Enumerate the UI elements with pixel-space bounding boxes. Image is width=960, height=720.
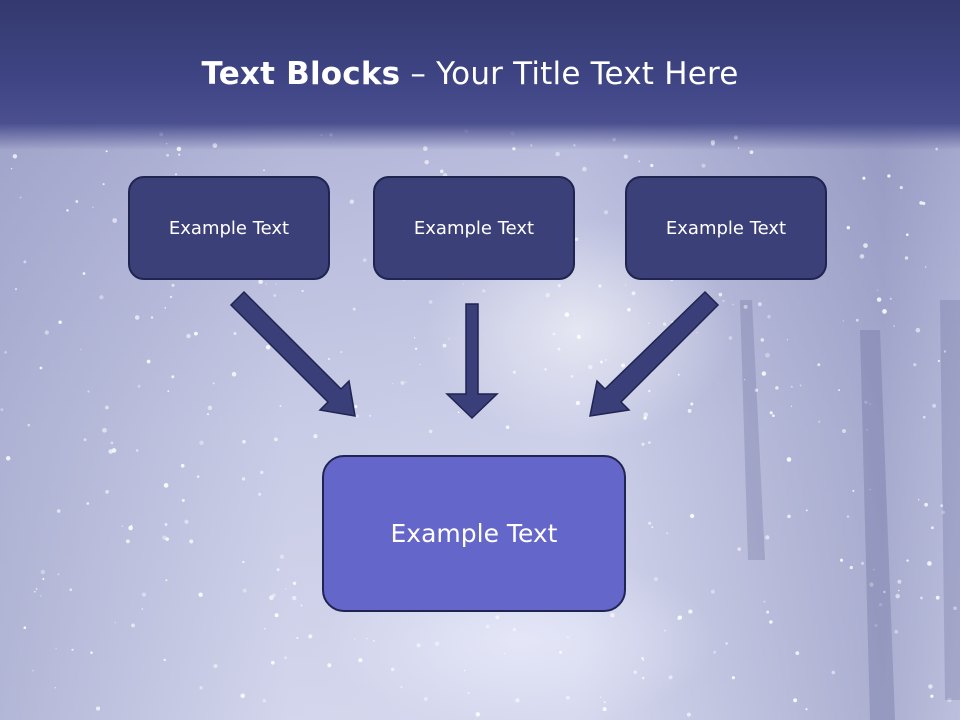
target-block[interactable]: Example Text bbox=[322, 455, 626, 612]
target-block-label: Example Text bbox=[390, 519, 558, 548]
arrow-right-icon bbox=[589, 290, 720, 417]
arrow-left-icon bbox=[229, 290, 356, 417]
text-block-2[interactable]: Example Text bbox=[373, 176, 575, 280]
text-block-3[interactable]: Example Text bbox=[625, 176, 827, 280]
text-block-2-label: Example Text bbox=[413, 217, 535, 239]
arrow-center-icon bbox=[445, 303, 499, 420]
text-block-1[interactable]: Example Text bbox=[128, 176, 330, 280]
slide-title: Text Blocks – Your Title Text Here bbox=[0, 56, 940, 92]
title-bold: Text Blocks bbox=[201, 56, 401, 92]
text-block-1-label: Example Text bbox=[168, 217, 290, 239]
title-rest: – Your Title Text Here bbox=[400, 56, 739, 92]
header-band bbox=[0, 0, 960, 150]
text-block-3-label: Example Text bbox=[665, 217, 787, 239]
